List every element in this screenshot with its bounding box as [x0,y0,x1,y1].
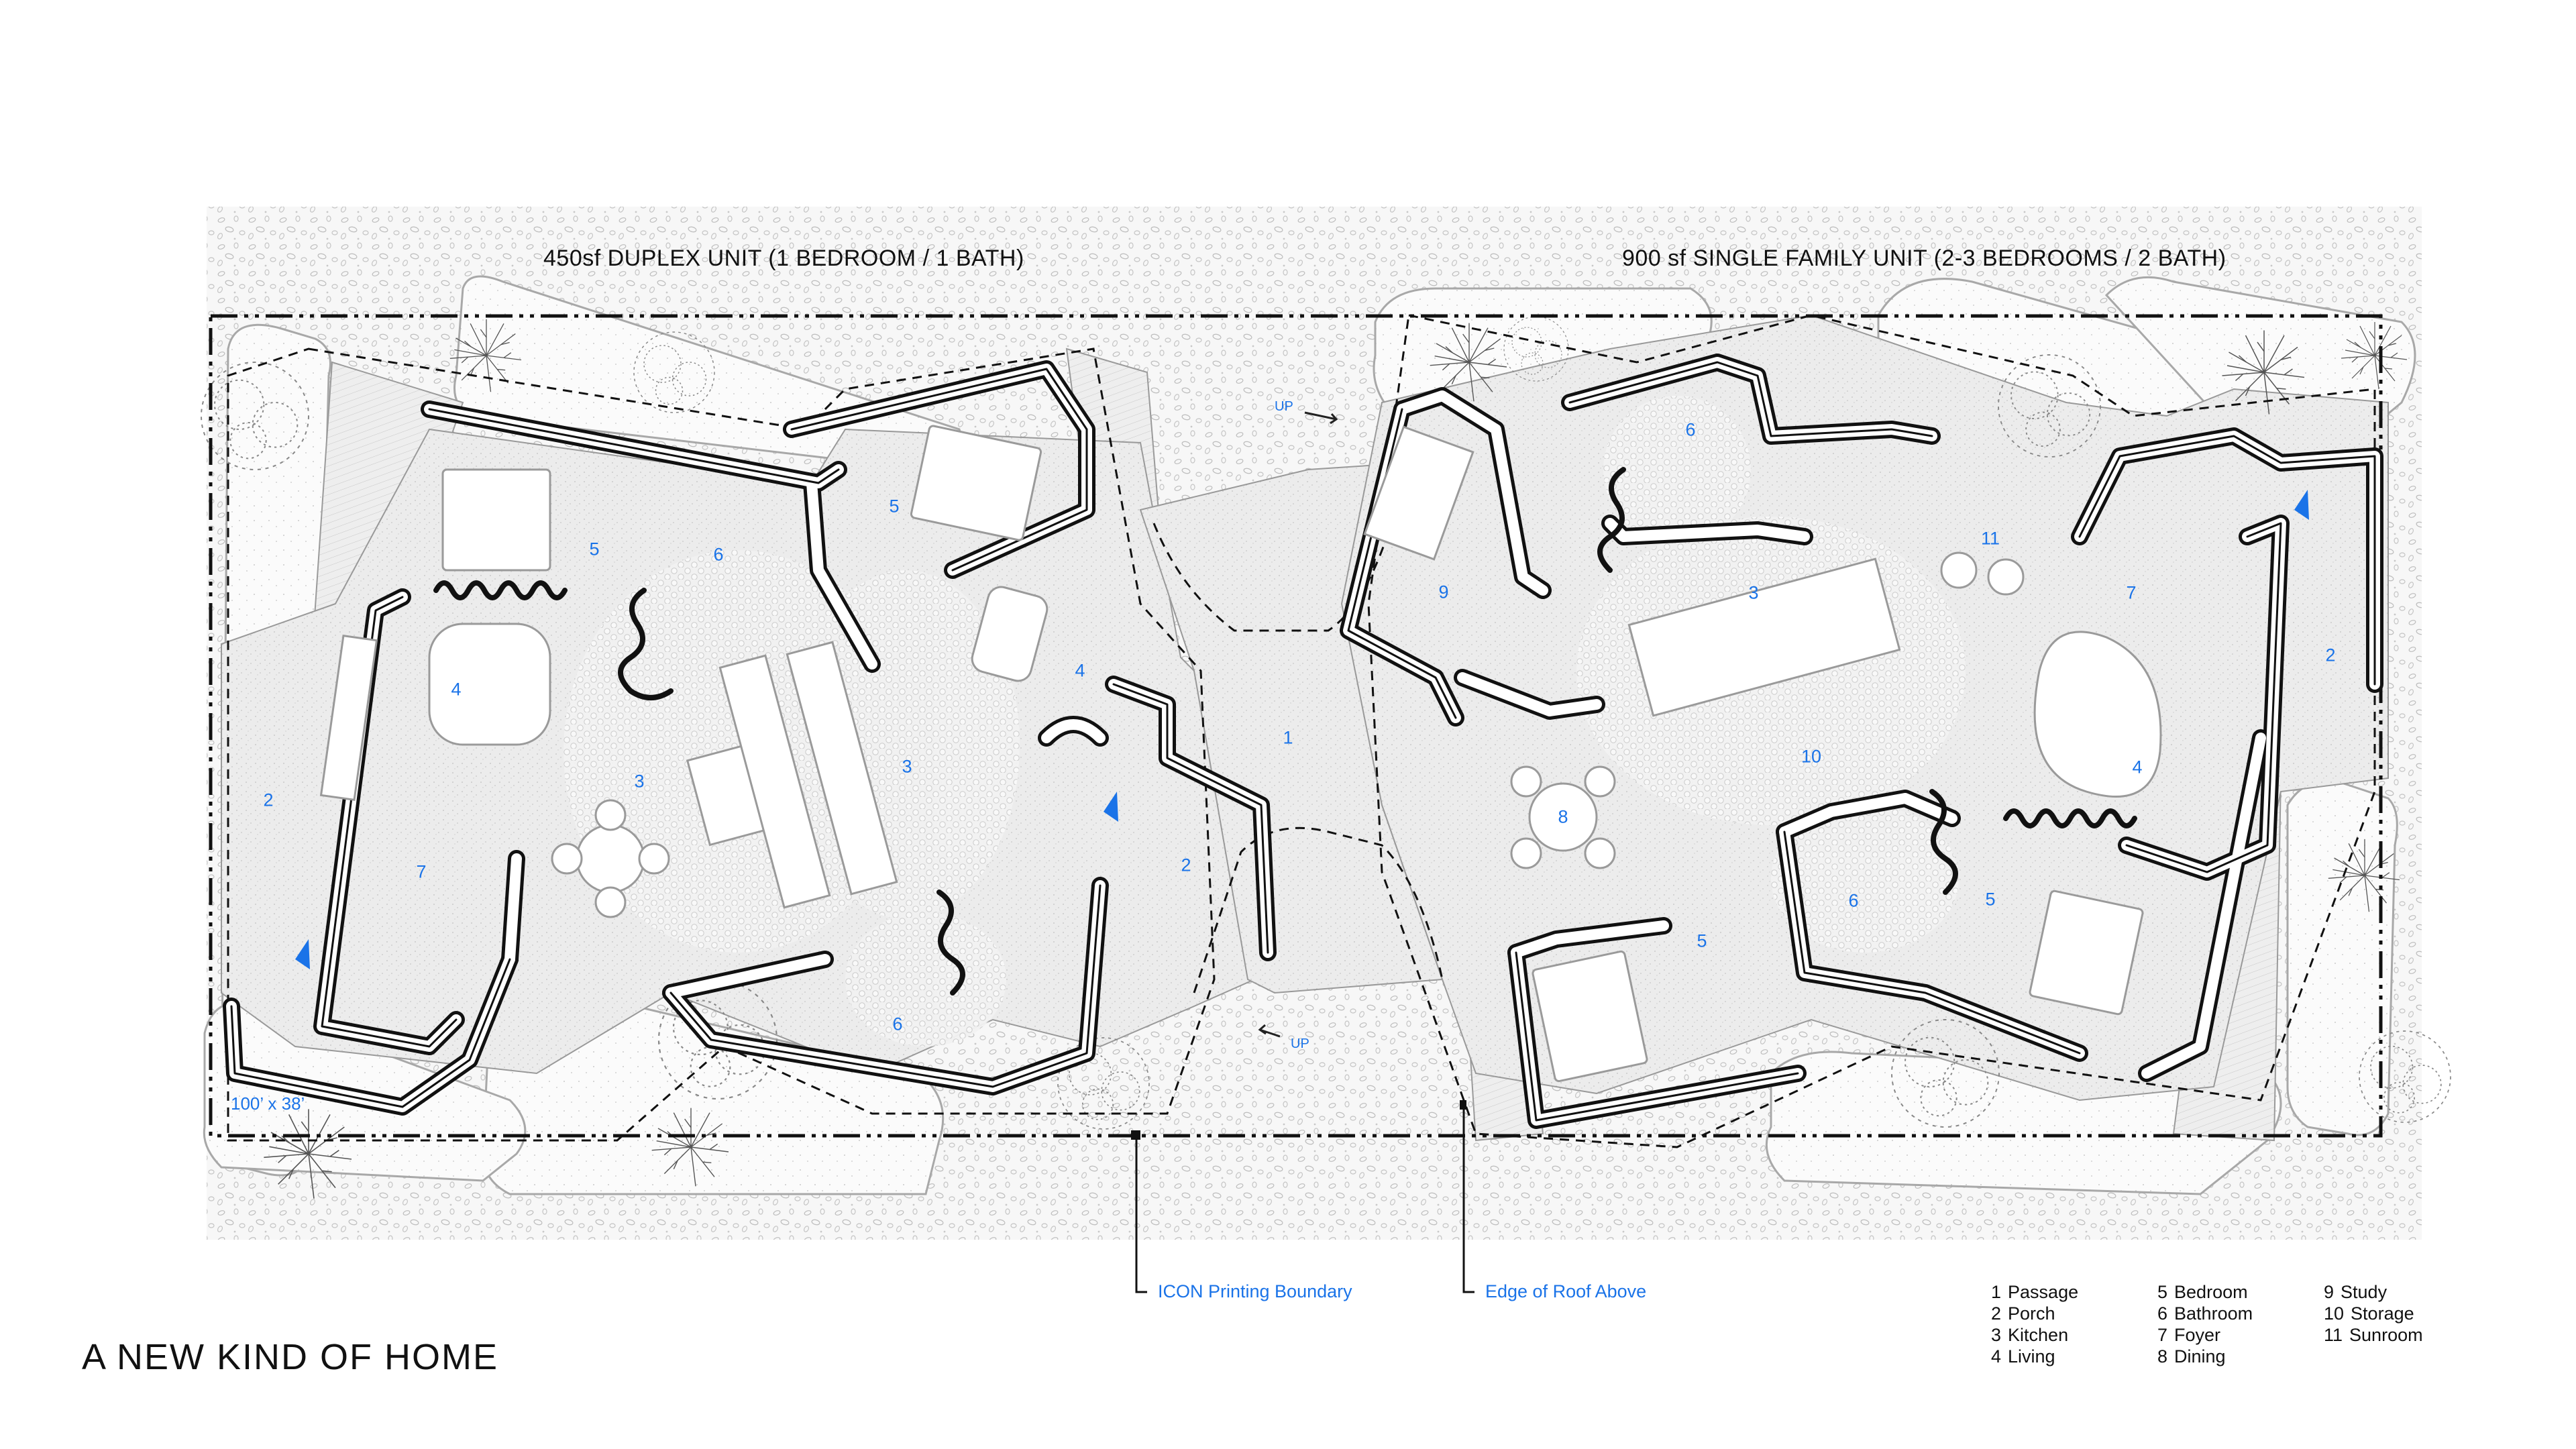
room-label-porch: 2 [263,790,274,810]
room-label-living: 4 [2132,757,2143,777]
room-label-storage: 10 [1801,746,1822,767]
printed-walls [223,354,2383,1129]
room-label-foyer: 7 [2126,582,2137,603]
room-label-porch: 2 [1181,855,1191,875]
room-label-foyer: 7 [416,861,427,882]
stair-up-label-south: UP [1291,1036,1309,1051]
room-label-study: 9 [1438,582,1449,602]
room-label-bathroom: 6 [1685,419,1696,440]
room-label-living: 4 [1075,660,1085,681]
room-label-bathroom: 6 [713,544,724,565]
room-label-passage: 1 [1283,727,1293,748]
room-label-bedroom: 5 [589,539,600,559]
callout-roof-edge: Edge of Roof Above [1485,1281,1647,1301]
room-label-dining: 8 [1558,806,1568,827]
room-label-bathroom: 6 [892,1014,903,1034]
entry-arrow-duplex-left [295,939,310,969]
room-label-living: 4 [451,679,462,700]
duplex-unit-title: 450sf DUPLEX UNIT (1 BEDROOM / 1 BATH) [543,246,1024,271]
entry-arrow-duplex-right [1104,792,1118,822]
room-label-kitchen: 3 [1748,582,1759,603]
room-label-sunroom: 11 [1980,528,2000,549]
callout-printing-boundary: ICON Printing Boundary [1158,1281,1352,1301]
stair-up-label-north: UP [1275,399,1293,414]
room-label-bedroom: 5 [1697,930,1707,951]
room-label-bedroom: 5 [1985,889,1996,910]
room-label-porch: 2 [2325,645,2336,665]
printing-boundary [209,314,2383,1138]
room-label-kitchen: 3 [634,771,645,792]
room-label-bedroom: 5 [889,496,900,517]
single-family-unit-title: 900 sf SINGLE FAMILY UNIT (2-3 BEDROOMS … [1622,246,2226,271]
room-label-bathroom: 6 [1848,890,1859,911]
site-dimensions: 100’ x 38’ [231,1093,305,1114]
entry-arrow-single-family [2294,490,2309,520]
page-title: A NEW KIND OF HOME [82,1337,499,1377]
room-label-kitchen: 3 [902,756,912,777]
